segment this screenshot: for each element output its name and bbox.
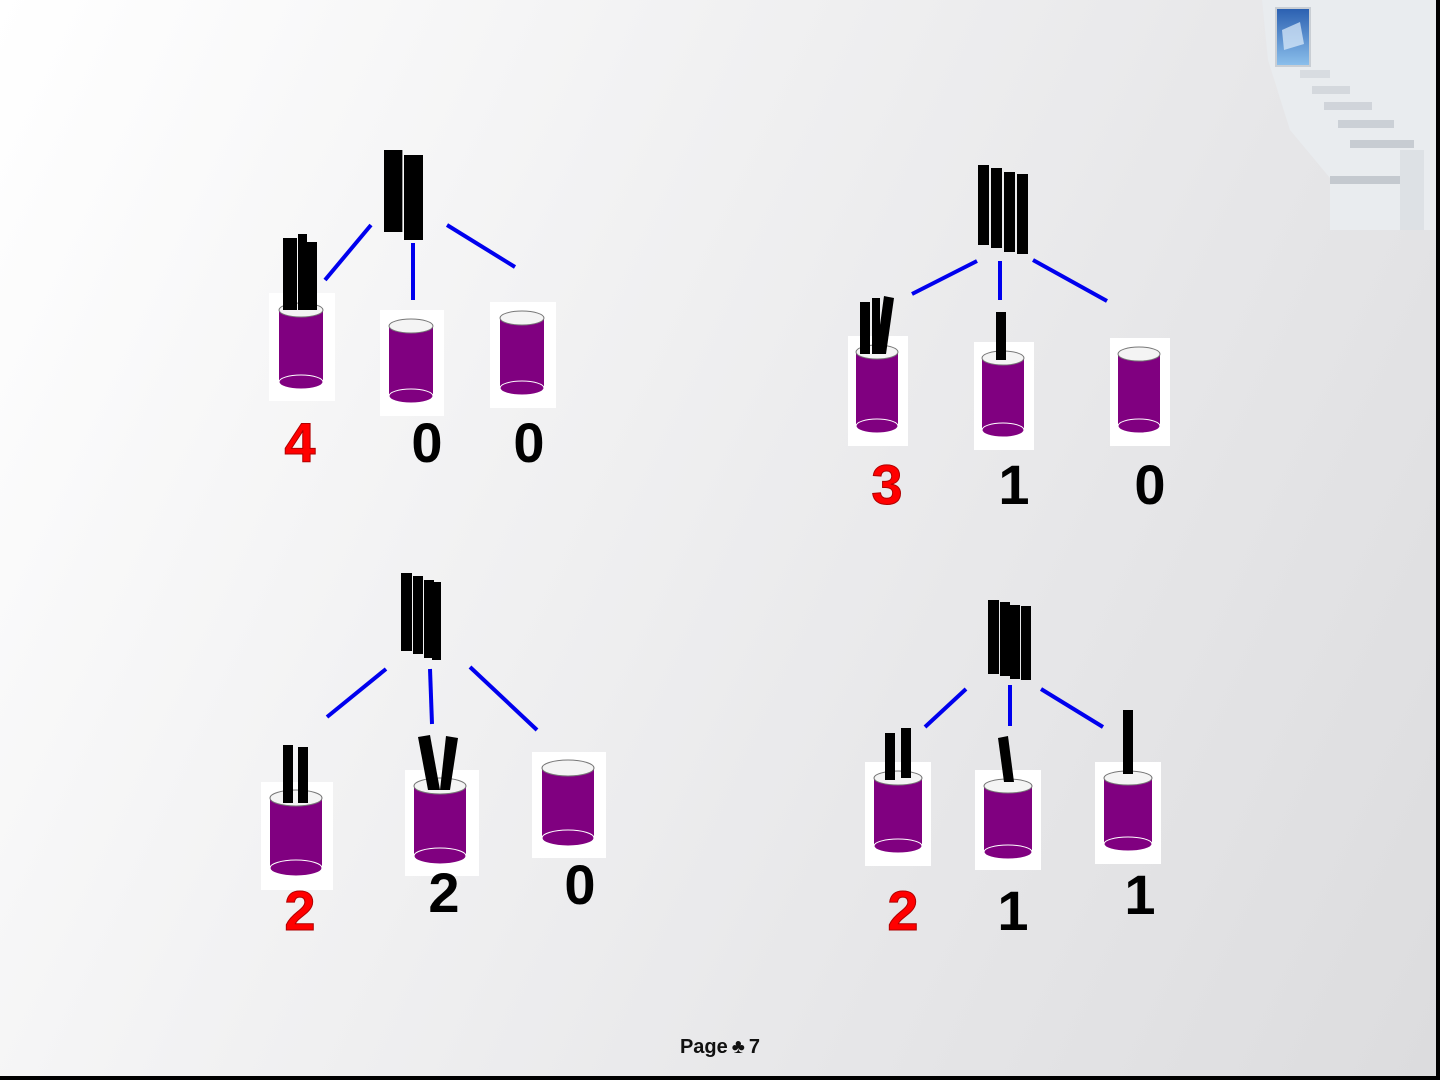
stick: [1123, 710, 1133, 774]
sticks-in-cup: [996, 312, 1006, 360]
stick: [384, 150, 403, 232]
branch-line: [430, 669, 432, 724]
stick: [1017, 174, 1028, 254]
cup: [975, 770, 1041, 870]
stick: [996, 312, 1006, 360]
count-label: 0: [411, 411, 442, 474]
cup: [865, 762, 931, 866]
page-footer: Page♣7: [0, 1036, 1440, 1059]
branch-line: [1041, 689, 1103, 727]
sticks-pile: [988, 600, 1031, 680]
stick: [283, 745, 293, 803]
sticks-in-cup: [283, 234, 317, 310]
branch-line: [325, 225, 371, 280]
panel-b: 3 1 0: [848, 165, 1170, 516]
sticks-in-cup: [1123, 710, 1133, 774]
branch-line: [447, 225, 515, 267]
count-label: 0: [513, 411, 544, 474]
count-label-highlight: 2: [284, 879, 315, 942]
stick: [1000, 602, 1010, 676]
count-label-highlight: 4: [284, 411, 315, 474]
stick: [988, 600, 999, 674]
stick: [306, 242, 317, 310]
count-label: 1: [997, 879, 1028, 942]
count-label: 1: [1124, 863, 1155, 926]
stick: [283, 238, 297, 310]
staircase-decoration-icon: [1262, 0, 1436, 230]
count-label: 0: [1134, 453, 1165, 516]
stick: [991, 168, 1002, 248]
branch-line: [912, 261, 977, 294]
sticks-pile: [978, 165, 1028, 254]
branch-line: [1033, 260, 1107, 301]
stick: [885, 733, 895, 780]
stick: [860, 302, 870, 354]
count-label-highlight: 2: [887, 879, 918, 942]
branch-line: [470, 667, 537, 730]
branch-line: [925, 689, 966, 727]
cup: [380, 310, 444, 416]
stick: [298, 747, 308, 803]
stick: [401, 573, 412, 651]
sticks-pile: [401, 573, 441, 660]
panel-a: 4 0 0: [269, 150, 556, 474]
stick: [1021, 606, 1031, 680]
stick: [978, 165, 989, 245]
page-label: Page: [680, 1036, 728, 1058]
stick: [413, 576, 423, 654]
count-label: 2: [428, 861, 459, 924]
cup: [1095, 762, 1161, 864]
panel-d: 2 1 1: [865, 600, 1161, 942]
stick: [404, 155, 423, 240]
stick: [298, 234, 307, 310]
count-label-highlight: 3: [871, 453, 902, 516]
branch-line: [327, 669, 386, 717]
panel-c: 2 2 0: [261, 573, 606, 942]
stick: [1004, 172, 1015, 252]
count-label: 0: [564, 853, 595, 916]
cup: [261, 782, 333, 890]
cup: [1110, 338, 1170, 446]
stick: [901, 728, 911, 778]
page-number: 7: [749, 1036, 760, 1058]
stick: [432, 582, 441, 660]
club-icon: ♣: [732, 1036, 745, 1058]
cup: [490, 302, 556, 408]
sticks-pile: [384, 150, 423, 240]
stick: [1010, 605, 1020, 679]
count-label: 1: [998, 453, 1029, 516]
cup: [532, 752, 606, 858]
